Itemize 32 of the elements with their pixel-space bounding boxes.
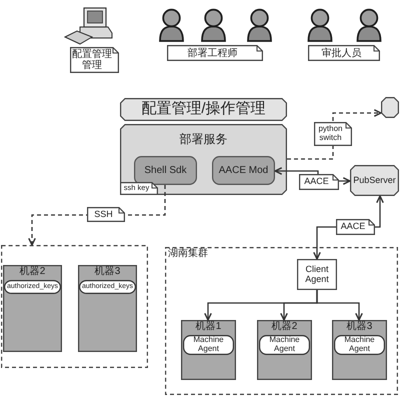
machine-box xyxy=(3,265,62,352)
module-box: AACE Mod xyxy=(212,156,275,185)
header-box: 配置管理/操作管理 xyxy=(120,98,287,121)
edge-label: python switch xyxy=(314,122,352,146)
group-frame xyxy=(1,245,148,368)
machine-box xyxy=(257,320,312,380)
machine-title: 机器1 xyxy=(196,321,222,333)
cluster-title: 湖南集群 xyxy=(168,248,208,260)
agent-pill: Machine Agent xyxy=(183,335,234,355)
machine-title: 机器2 xyxy=(20,266,46,278)
note-box: 审批人员 xyxy=(308,45,380,61)
machine-title: 机器2 xyxy=(272,321,298,333)
octagon-shape xyxy=(381,97,399,118)
agent-pill: Machine Agent xyxy=(259,335,310,355)
service-box xyxy=(120,124,287,195)
cluster-frame xyxy=(165,247,398,395)
server-box: PubServer xyxy=(350,165,399,196)
machine-title: 机器3 xyxy=(94,266,120,278)
agent-box: Client Agent xyxy=(297,259,337,290)
box-title: 部署服务 xyxy=(180,132,228,146)
agent-pill: Machine Agent xyxy=(334,335,385,355)
machine-title: 机器3 xyxy=(346,321,372,333)
edge-label: SSH xyxy=(87,207,125,222)
edge-label: AACE xyxy=(299,174,339,190)
machine-box xyxy=(181,320,236,380)
note-box: 部署工程师 xyxy=(167,45,263,61)
arrow xyxy=(316,290,363,321)
box-title: Shell Sdk xyxy=(144,164,187,176)
machine-box xyxy=(78,265,137,352)
edge-label: AACE xyxy=(336,219,375,235)
machine-box xyxy=(332,320,387,380)
note-box: 配置管理管理 xyxy=(70,47,119,73)
